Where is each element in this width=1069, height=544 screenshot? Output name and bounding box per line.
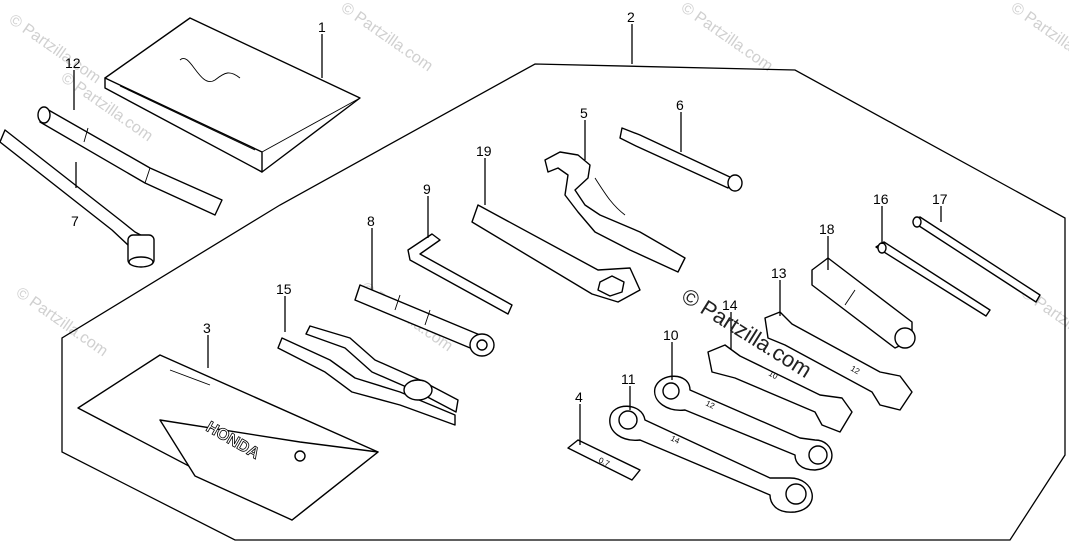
watermark: © Partzilla.com bbox=[1008, 0, 1069, 75]
part-owners-manual bbox=[104, 17, 361, 173]
part-hook-spanner bbox=[544, 151, 686, 273]
part-box-socket bbox=[354, 284, 495, 357]
callout-7: 7 bbox=[71, 213, 79, 229]
callout-4: 4 bbox=[575, 389, 583, 405]
part-screwdriver-bit bbox=[619, 127, 743, 192]
watermark: © Partzilla.com bbox=[338, 0, 436, 75]
callout-14: 14 bbox=[722, 297, 738, 313]
callout-10: 10 bbox=[663, 327, 679, 343]
callout-6: 6 bbox=[676, 97, 684, 113]
callout-19: 19 bbox=[476, 143, 492, 159]
callout-8: 8 bbox=[367, 213, 375, 229]
callout-3: 3 bbox=[203, 320, 211, 336]
part-screwdriver-17 bbox=[912, 216, 1041, 303]
part-handle-grip bbox=[811, 257, 916, 349]
kit-outline bbox=[61, 63, 1066, 541]
callout-9: 9 bbox=[423, 181, 431, 197]
part-ring-wrench-10: 12 bbox=[654, 375, 833, 471]
callout-13: 13 bbox=[771, 265, 787, 281]
callout-18: 18 bbox=[819, 221, 835, 237]
callout-11: 11 bbox=[621, 371, 636, 387]
wrench-mark: 0.7 bbox=[597, 456, 611, 469]
part-open-wrench-14: 10 bbox=[707, 344, 853, 433]
wrench-mark: 14 bbox=[669, 434, 681, 446]
part-open-wrench-13: 12 bbox=[764, 311, 913, 411]
part-spanner-bar bbox=[471, 204, 641, 303]
part-screwdriver-handle bbox=[37, 106, 223, 216]
part-screwdriver-16 bbox=[875, 241, 991, 317]
callout-16: 16 bbox=[873, 191, 889, 207]
callout-2: 2 bbox=[627, 9, 635, 25]
part-hex-key bbox=[407, 233, 513, 315]
callout-1: 1 bbox=[318, 19, 326, 35]
part-gauge-plate: 0.7 bbox=[567, 439, 641, 481]
part-tool-pouch: HONDA bbox=[77, 354, 379, 521]
part-plug-wrench bbox=[0, 129, 155, 268]
callout-17: 17 bbox=[932, 191, 948, 207]
callout-5: 5 bbox=[580, 105, 588, 121]
callout-15: 15 bbox=[276, 281, 292, 297]
watermark: © Partzilla.com bbox=[678, 0, 776, 75]
wrench-mark: 12 bbox=[704, 399, 716, 411]
part-ring-wrench-11: 14 bbox=[609, 405, 813, 513]
watermark: © Partzilla.com bbox=[6, 11, 104, 87]
part-pliers bbox=[277, 325, 459, 426]
callouts: 1 2 3 4 5 6 7 8 9 10 11 12 13 14 15 16 1… bbox=[65, 9, 948, 405]
leader-lines bbox=[73, 24, 942, 445]
callout-12: 12 bbox=[65, 55, 81, 71]
